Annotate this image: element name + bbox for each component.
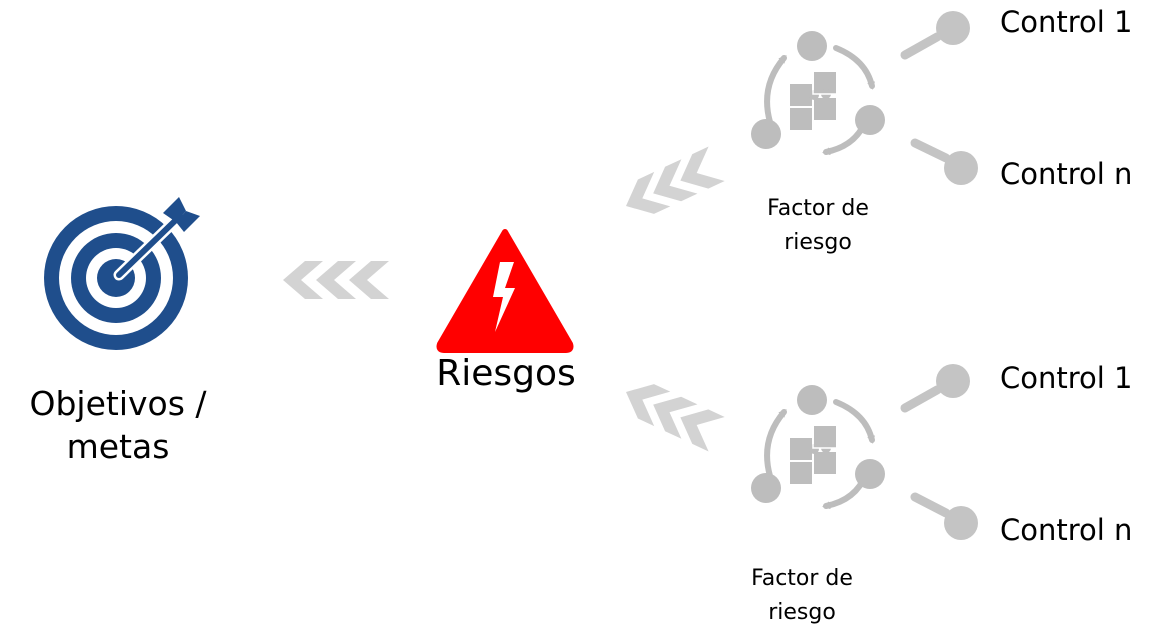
factor-label-line1: Factor de [767, 196, 869, 221]
control-dot [944, 506, 978, 540]
control-dot [936, 364, 970, 398]
control-connectors-lower [900, 364, 978, 540]
chevron-arrow-main [283, 261, 389, 299]
risk-label: Riesgos [436, 353, 576, 394]
control-label-upper-n: Control n [1000, 157, 1133, 191]
factor-label-line2: riesgo [768, 600, 836, 625]
factor-label-lower: Factor de riesgo [722, 562, 882, 630]
control-label-lower-n: Control n [1000, 513, 1133, 547]
control-dot [936, 11, 970, 45]
puzzle-cycle-icon-upper [751, 31, 885, 156]
target-arrow-icon [44, 197, 200, 350]
chevron-arrow-upper [617, 146, 725, 224]
factor-label-line2: riesgo [784, 230, 852, 255]
connector-line [900, 32, 942, 60]
control-label-lower-1: Control 1 [1000, 361, 1133, 395]
objective-label-line2: metas [66, 427, 170, 466]
chevron-arrow-lower [617, 374, 725, 452]
connector-line [900, 385, 942, 413]
connector-line [910, 138, 951, 163]
warning-lightning-icon [436, 229, 574, 353]
control-dot [944, 151, 978, 185]
control-connectors-upper [900, 11, 978, 185]
factor-label-upper: Factor de riesgo [738, 192, 898, 260]
control-label-upper-1: Control 1 [1000, 5, 1133, 39]
connector-line [910, 492, 951, 518]
objective-label-line1: Objetivos / [29, 384, 207, 423]
factor-label-line1: Factor de [751, 566, 853, 591]
objective-label: Objetivos / metas [0, 382, 236, 468]
puzzle-cycle-icon-lower [751, 385, 885, 510]
